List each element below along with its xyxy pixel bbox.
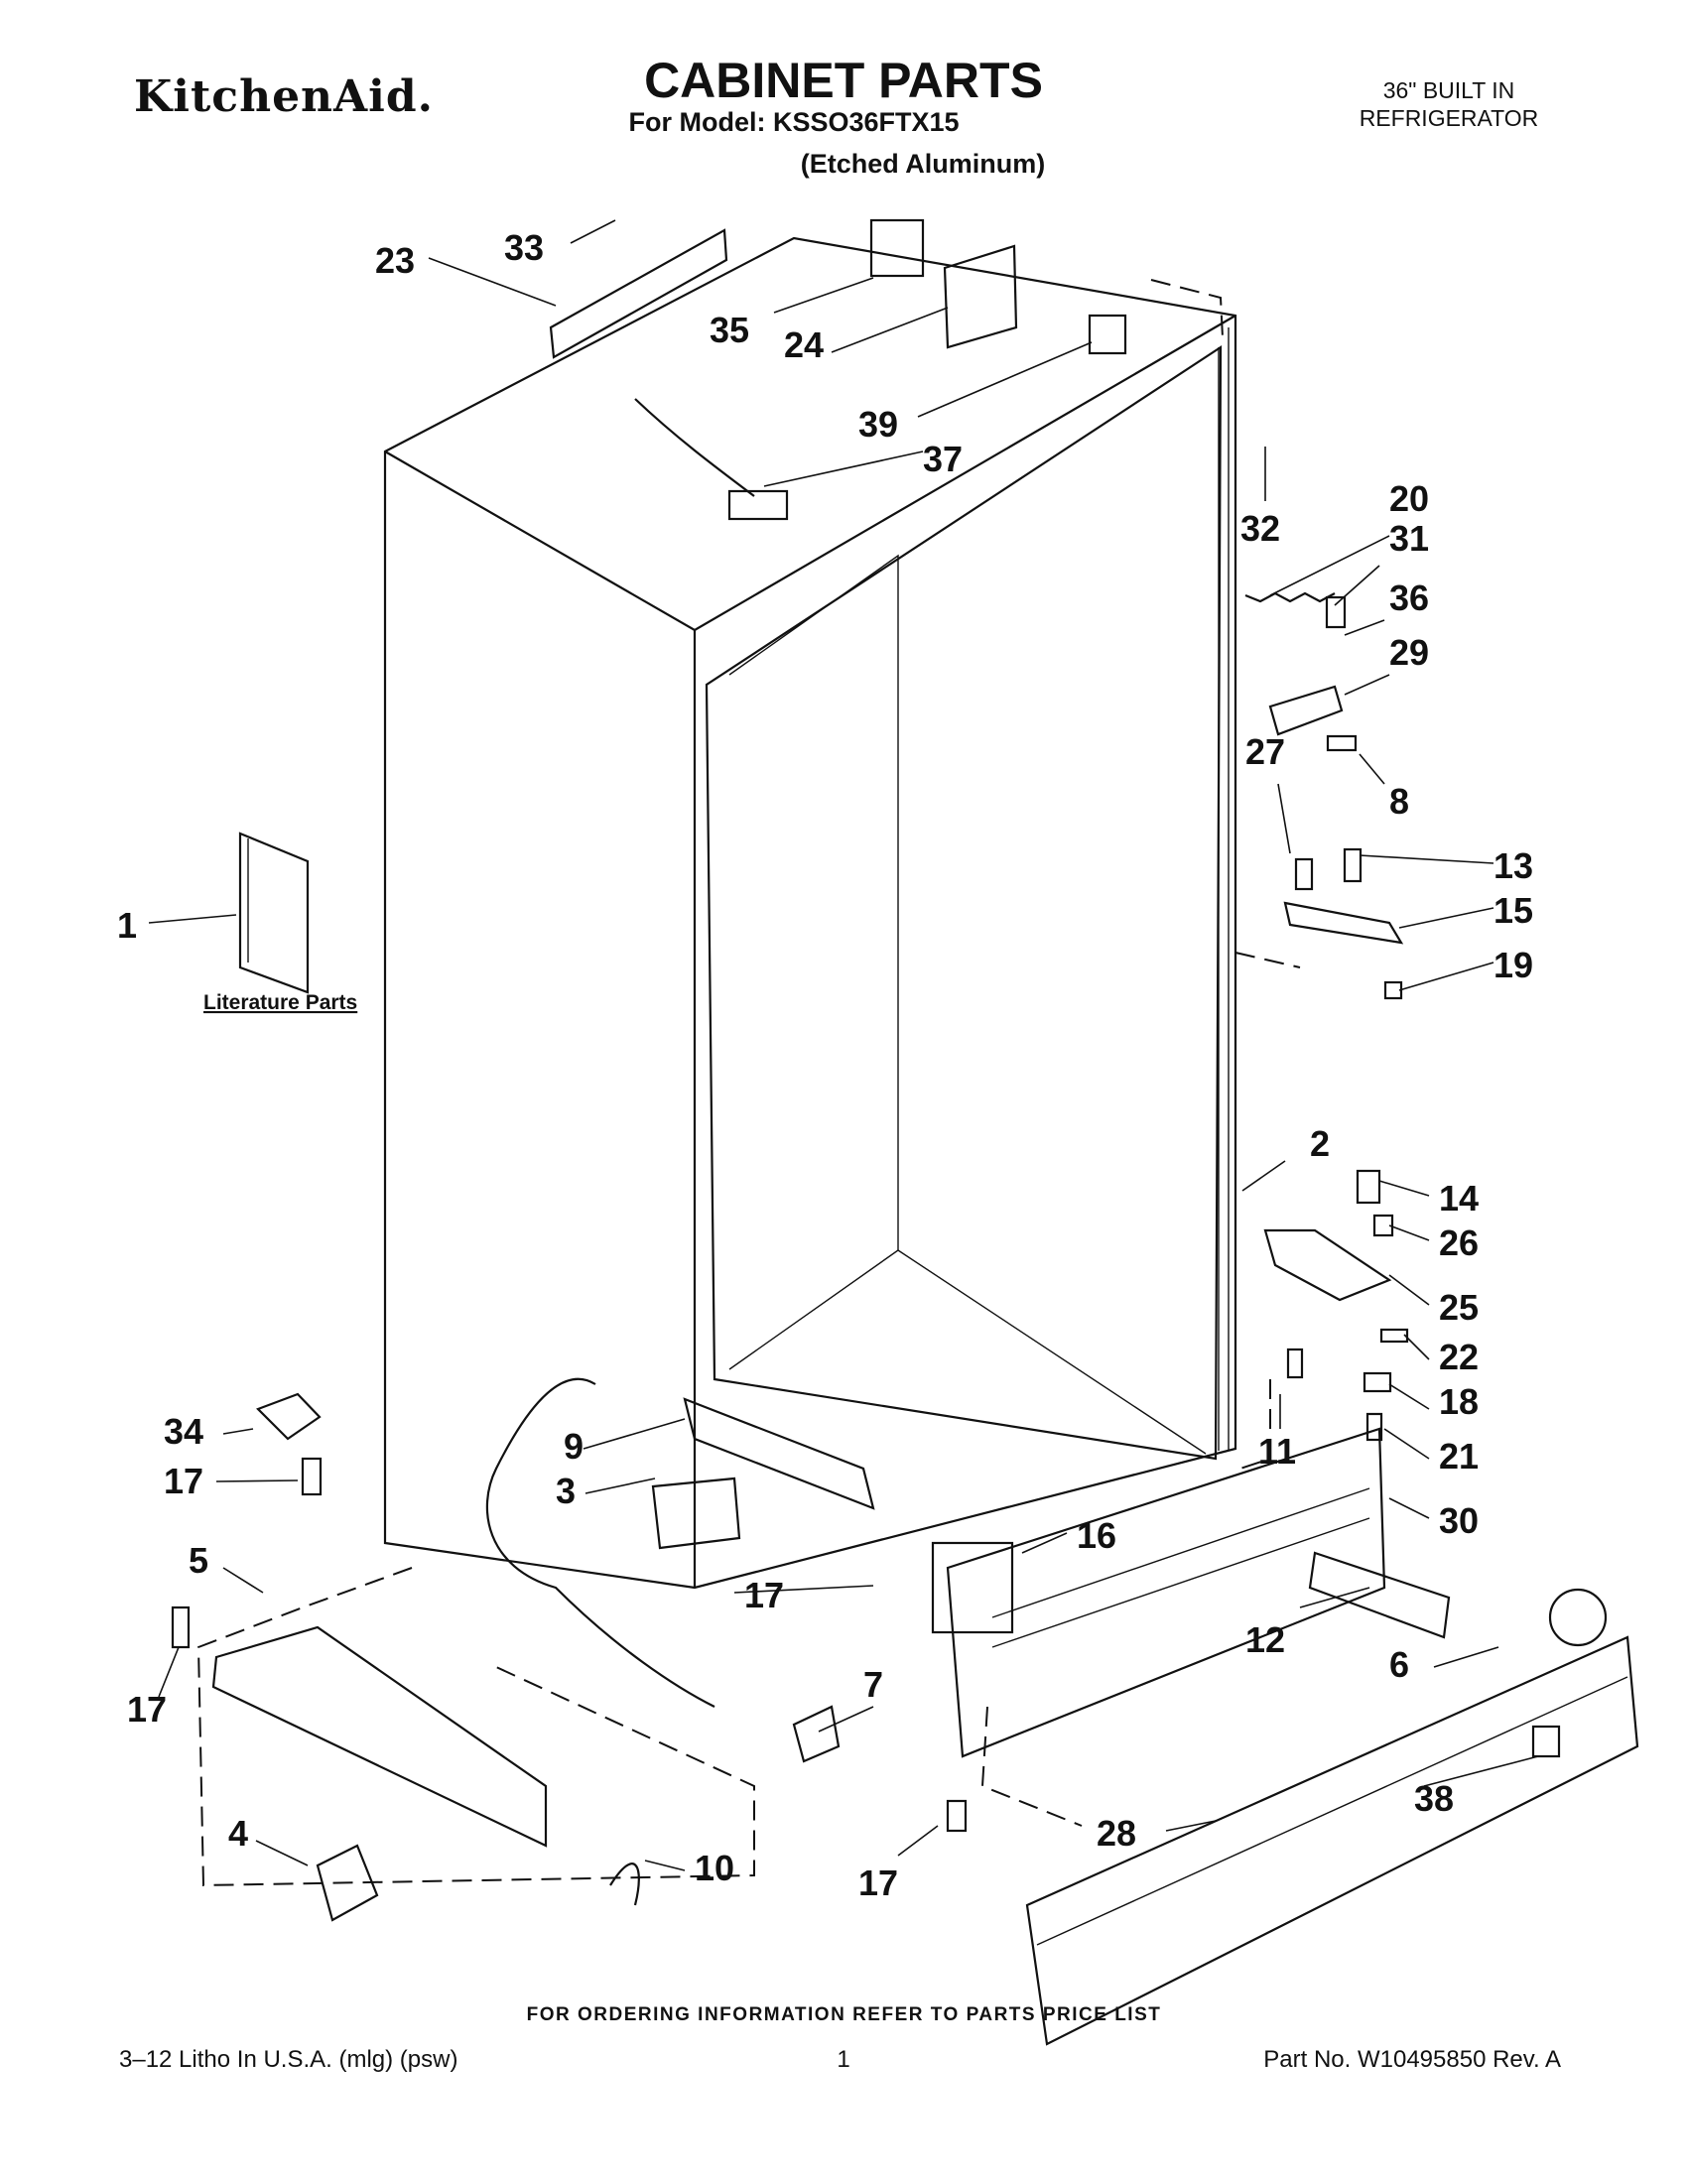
callout-18: 18 [1439,1381,1479,1422]
product-type-line1: 36" BUILT IN [1382,77,1515,103]
callout-36: 36 [1389,578,1429,618]
literature-booklet-icon [238,832,310,994]
part-number: Part No. W10495850 Rev. A [1263,2046,1561,2073]
callout-33: 33 [504,227,544,268]
callout-11: 11 [1258,1431,1296,1472]
page-number: 1 [837,2046,850,2073]
top-hinge-hardware [1234,327,1404,1000]
caster-frame [171,1392,968,1922]
top-hardware [549,218,1224,521]
callout-8: 8 [1389,781,1409,822]
callout-19: 19 [1493,945,1533,985]
callout-34: 34 [164,1411,203,1452]
callout-17-bottom: 17 [858,1863,898,1903]
ordering-note: FOR ORDERING INFORMATION REFER TO PARTS … [526,2004,1162,2025]
callout-14: 14 [1439,1178,1479,1219]
callout-16: 16 [1077,1515,1116,1556]
callout-6: 6 [1389,1644,1409,1685]
callout-10: 10 [695,1848,734,1888]
callout-13: 13 [1493,845,1533,886]
callout-17-left-bottom: 17 [127,1689,167,1730]
callout-15: 15 [1493,890,1533,931]
callout-22: 22 [1439,1337,1479,1377]
model-number: For Model: KSSO36FTX15 [628,107,960,137]
callout-35: 35 [710,310,749,350]
cabinet-body [383,236,1237,1590]
callout-31: 31 [1389,518,1429,559]
literature-parts-label: Literature Parts [203,991,357,1014]
callout-32: 32 [1240,508,1280,549]
model-variant: (Etched Aluminum) [800,149,1046,179]
callout-38: 38 [1414,1778,1454,1819]
callout-labels: 1 2 3 4 5 6 7 8 9 10 11 12 13 14 15 16 1… [117,227,1533,1903]
callout-20: 20 [1389,478,1429,519]
base-assembly [485,1377,1639,2046]
product-type-line2: REFRIGERATOR [1359,105,1539,131]
callout-3: 3 [556,1471,576,1511]
callout-2: 2 [1310,1123,1330,1164]
leader-lines [148,219,1539,1871]
callout-17-left-top: 17 [164,1461,203,1501]
bottom-hinge-hardware [1239,1169,1409,1470]
callout-12: 12 [1245,1619,1285,1660]
callout-17-center: 17 [744,1575,784,1615]
callout-9: 9 [564,1426,584,1467]
callout-7: 7 [863,1664,883,1705]
print-info: 3–12 Litho In U.S.A. (mlg) (psw) [119,2046,458,2073]
callout-26: 26 [1439,1222,1479,1263]
callout-29: 29 [1389,632,1429,673]
callout-30: 30 [1439,1500,1479,1541]
callout-21: 21 [1439,1436,1479,1477]
callout-24: 24 [784,324,824,365]
callout-28: 28 [1097,1813,1136,1854]
callout-5: 5 [189,1540,208,1581]
brand-logo: KitchenAid. [134,71,434,122]
callout-23: 23 [375,240,415,281]
callout-27: 27 [1245,731,1285,772]
callout-4: 4 [228,1813,248,1854]
callout-1: 1 [117,905,137,946]
callout-39: 39 [858,404,898,445]
callout-37: 37 [923,439,963,479]
page-title: CABINET PARTS [644,53,1043,108]
callout-25: 25 [1439,1287,1479,1328]
